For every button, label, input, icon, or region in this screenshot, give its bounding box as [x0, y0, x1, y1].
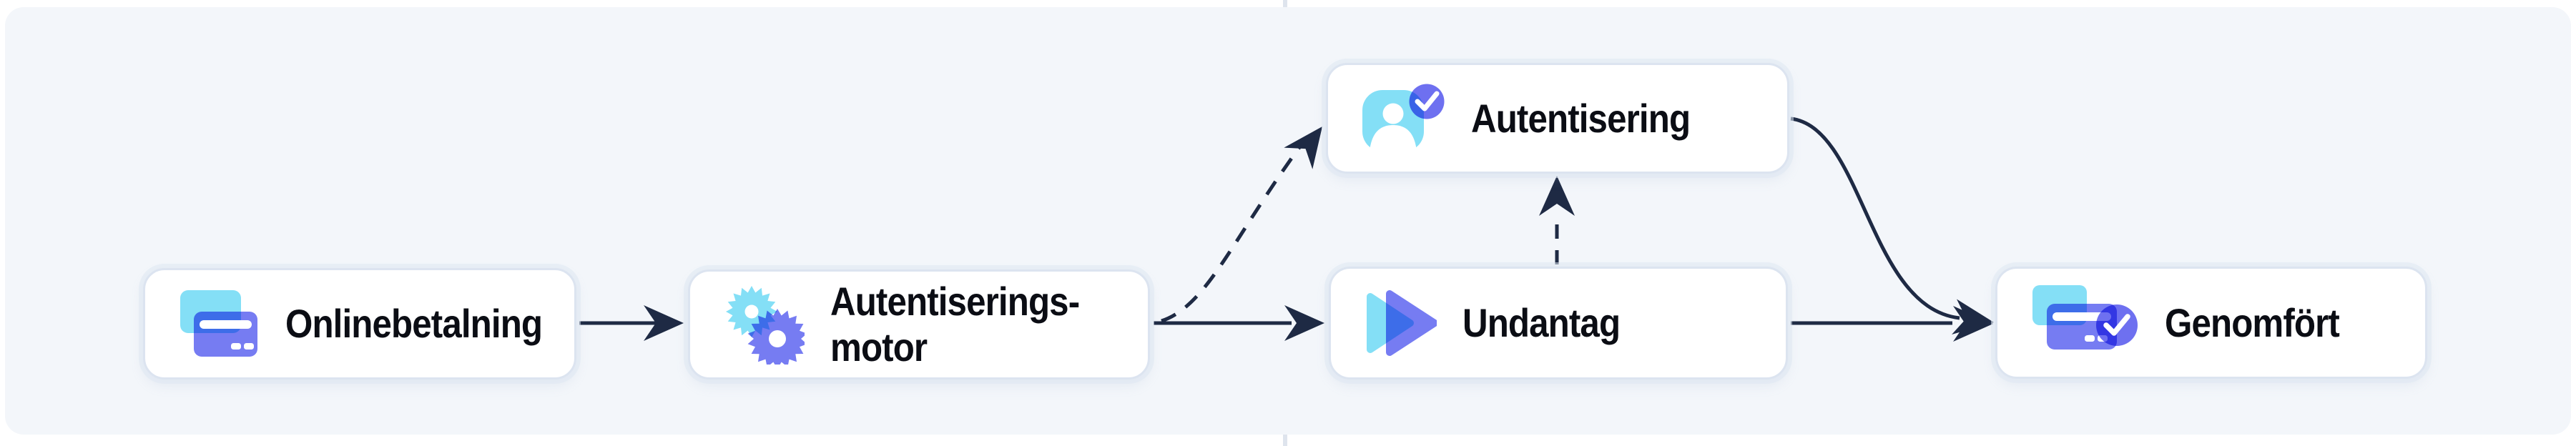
page-column-divider-bottom — [1283, 435, 1287, 446]
node-autentiseringsmotor: Autentiserings- motor — [688, 269, 1150, 380]
node-label-autentiseringsmotor: Autentiserings- motor — [830, 279, 1080, 370]
user-verified-icon — [1362, 84, 1445, 153]
node-onlinebetalning: Onlinebetalning — [143, 268, 576, 380]
node-undantag: Undantag — [1329, 267, 1788, 380]
node-genomfort: Genomfört — [1995, 267, 2427, 379]
payment-verified-icon — [2032, 284, 2139, 361]
page-column-divider-top — [1283, 0, 1287, 7]
payment-card-icon — [180, 289, 260, 359]
node-label-onlinebetalning: Onlinebetalning — [285, 301, 543, 347]
gears-icon — [724, 284, 805, 365]
node-autentisering: Autentisering — [1326, 63, 1789, 174]
node-label-undantag: Undantag — [1462, 300, 1621, 346]
node-label-autentisering: Autentisering — [1471, 95, 1691, 141]
fast-forward-icon — [1365, 289, 1437, 357]
node-label-genomfort: Genomfört — [2165, 299, 2340, 345]
